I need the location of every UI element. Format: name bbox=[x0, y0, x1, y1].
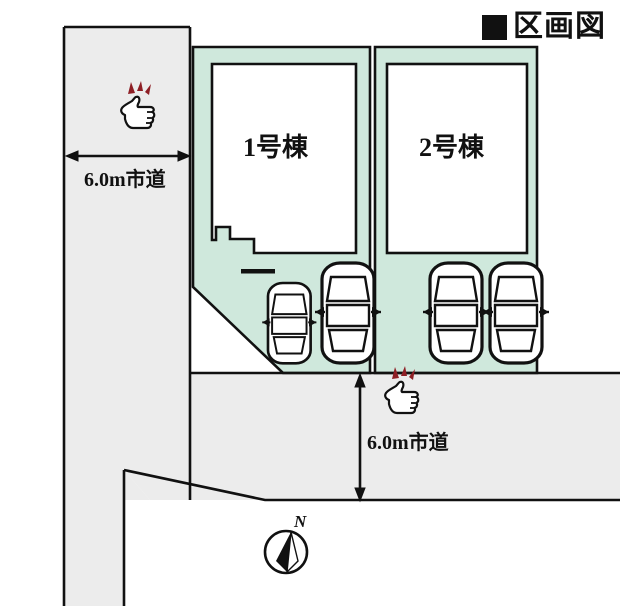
thumb-hand-shape bbox=[120, 95, 156, 130]
lot-2-car-right bbox=[483, 261, 549, 365]
house-2-footprint bbox=[385, 62, 529, 255]
road-south-area bbox=[190, 373, 620, 500]
compass-north-letter: N bbox=[293, 512, 307, 531]
diagram-title-text: 区画図 bbox=[513, 10, 606, 43]
lot-2-car-left bbox=[423, 261, 489, 365]
thumbs-up-icon-south bbox=[384, 366, 420, 415]
thumb-accent-rays bbox=[392, 366, 415, 380]
house-2-label: 2号棟 bbox=[419, 133, 485, 162]
road-areas bbox=[64, 27, 620, 606]
thumbs-up-icon-west bbox=[120, 81, 156, 130]
road-west-label: 6.0m市道 bbox=[84, 169, 166, 191]
compass-north-icon: N bbox=[263, 512, 309, 575]
house-1-label: 1号棟 bbox=[243, 133, 309, 162]
house-1-footprint bbox=[210, 62, 358, 255]
dimension-arrows bbox=[64, 150, 366, 503]
road-south-label: 6.0m市道 bbox=[367, 432, 449, 454]
thumb-accent-rays bbox=[128, 81, 151, 95]
diagram-title: 区画図 bbox=[482, 12, 606, 42]
lot-1-entry-mark bbox=[241, 269, 275, 274]
thumb-hand-shape bbox=[384, 380, 420, 415]
road-west-area bbox=[64, 27, 190, 606]
black-square-icon bbox=[482, 14, 507, 40]
lot-1-car-compact bbox=[262, 281, 317, 365]
road-southwest-area bbox=[124, 470, 150, 500]
lot-1-car-standard bbox=[315, 261, 381, 365]
